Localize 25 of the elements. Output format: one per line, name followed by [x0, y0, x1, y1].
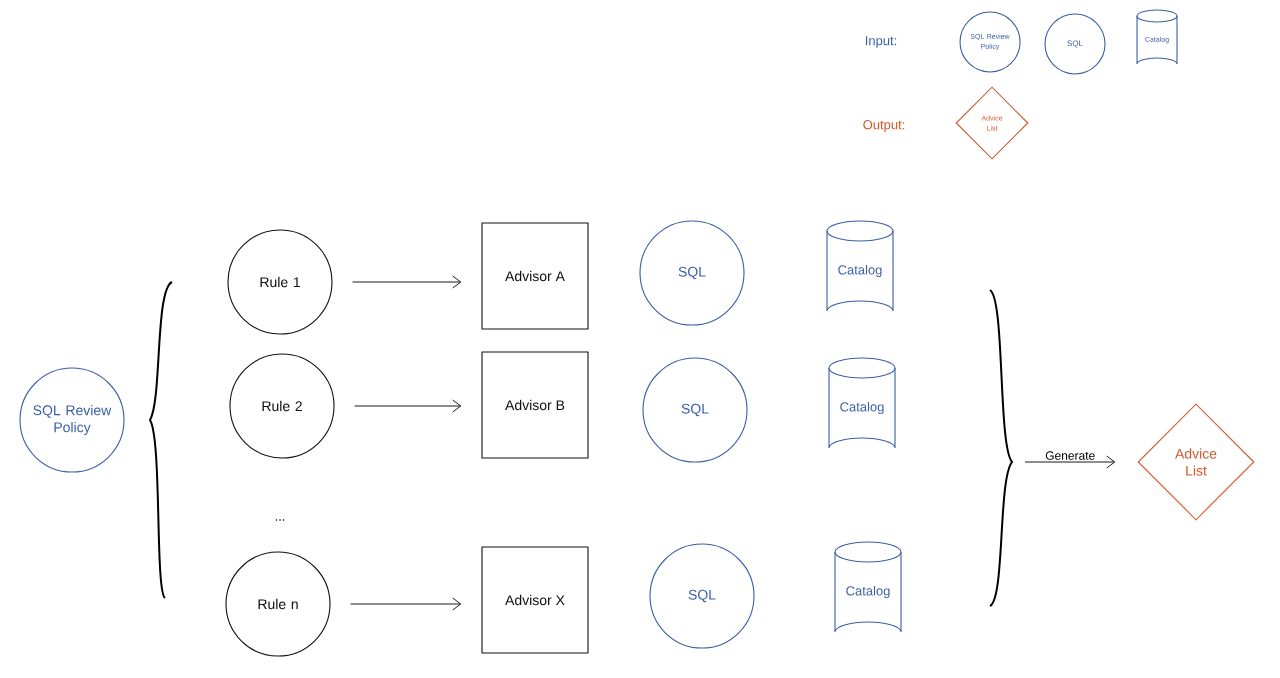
section-label: Output:	[863, 120, 905, 132]
section-label: Input:	[865, 36, 897, 48]
database-cylinder: Catalog	[828, 357, 896, 449]
node-label: Catalog	[846, 585, 890, 599]
circle-node: SQL Review Policy	[19, 367, 125, 473]
process-box: Advisor X	[481, 546, 589, 654]
database-cylinder: Catalog	[834, 541, 902, 633]
edge-label: Generate	[1044, 450, 1097, 461]
arrow	[1024, 455, 1116, 469]
circle-node: SQL	[649, 543, 755, 649]
circle-node: Rule n	[225, 551, 331, 657]
circle-node: Rule 2	[229, 353, 335, 459]
circle-node: Rule 1	[227, 229, 333, 335]
arrow	[352, 275, 462, 289]
circle-node: SQL	[642, 357, 748, 463]
database-cylinder: Catalog	[826, 220, 894, 312]
node-label: Catalog	[838, 264, 882, 278]
process-box: Advisor B	[481, 351, 589, 459]
process-box: Advisor A	[481, 222, 589, 330]
ellipsis: ...	[275, 519, 285, 521]
node-label: Catalog	[840, 401, 884, 415]
arrow	[354, 399, 462, 413]
circle-node: SQL	[1044, 13, 1106, 75]
circle-node: SQL	[639, 220, 745, 326]
arrow	[350, 597, 462, 611]
